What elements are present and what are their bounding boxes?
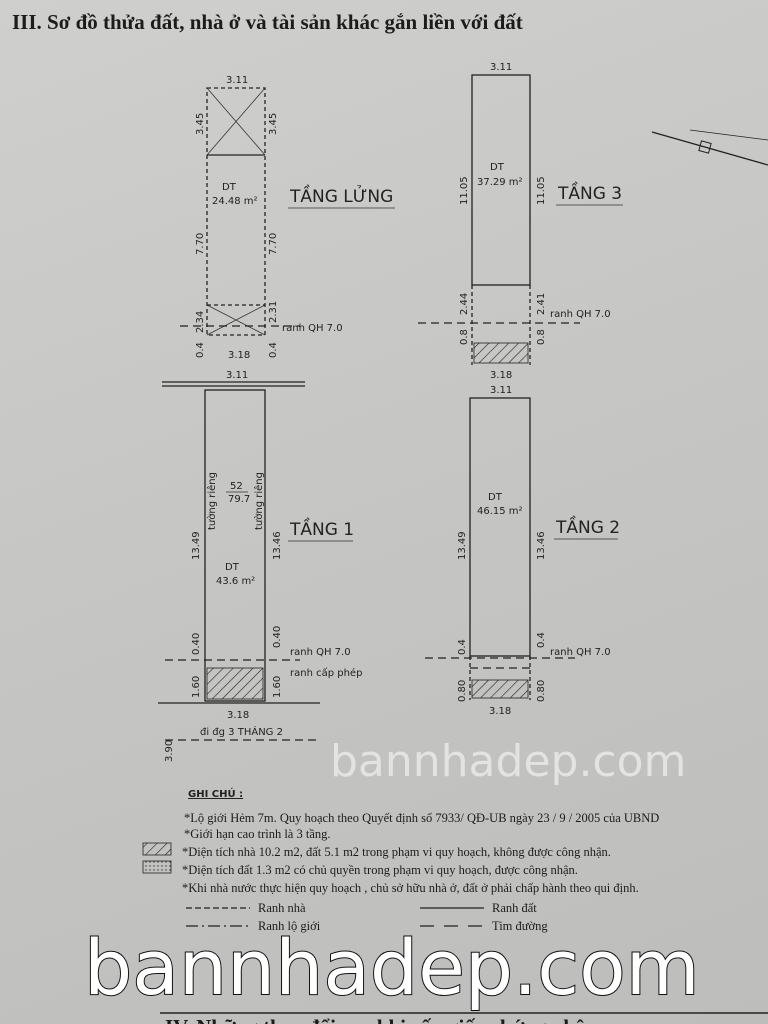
dotted-legend-icon: [142, 860, 172, 874]
dimension-label: ranh QH 7.0: [550, 647, 611, 658]
dimension-label: *Khi nhà nước thực hiện quy hoạch , chủ …: [182, 881, 639, 895]
dimension-label: đi đg 3 THÁNG 2: [200, 725, 283, 738]
floor-label-mezzanine: TẦNG LỬNG: [289, 183, 393, 207]
dimension-label: ranh cấp phép: [290, 667, 362, 679]
dimension-label: 3.45: [195, 113, 206, 135]
dimension-label: 1.60: [191, 676, 202, 698]
dimension-label: Ranh lộ giới: [258, 919, 321, 933]
floor-plan-2: 3.11 3.18 13.49 13.46 DT 46.15 m² 0.4 0.…: [425, 385, 620, 717]
floor-label-2: TẦNG 2: [555, 514, 620, 538]
dimension-label: 3.90: [164, 740, 175, 762]
floor-plan-1: 3.11 3.18 13.49 13.46 tường riêng tường …: [158, 370, 362, 762]
dimension-label: 0.40: [272, 626, 283, 648]
dimension-label: 3.18: [228, 350, 250, 361]
dimension-label: ranh QH 7.0: [282, 323, 343, 334]
section-title: III. Sơ đồ thửa đất, nhà ở và tài sản kh…: [12, 10, 523, 34]
dimension-label: Tim đường: [492, 919, 548, 933]
dimension-label: 52: [230, 481, 243, 492]
notes-heading: GHI CHÚ :: [188, 787, 243, 800]
dimension-label: ranh QH 7.0: [290, 647, 351, 658]
dimension-label: ranh QH 7.0: [550, 309, 611, 320]
dimension-label: 0.80: [457, 680, 468, 702]
dimension-label: 13.49: [457, 531, 468, 560]
dimension-label: *Diện tích đất 1.3 m2 có chủ quyền trong…: [182, 863, 578, 877]
dimension-label: 0.8: [536, 329, 547, 345]
dimension-label: 24.48 m²: [212, 196, 258, 207]
dimension-label: 3.11: [226, 370, 248, 381]
dimension-label: tường riêng: [253, 472, 265, 530]
dimension-label: 11.05: [536, 176, 547, 205]
watermark-large: bannhadep.com: [84, 923, 700, 1012]
dimension-label: 0.80: [536, 680, 547, 702]
dimension-label: 0.4: [268, 342, 279, 358]
dimension-label: 3.11: [490, 385, 512, 396]
north-arrow-icon: [651, 129, 768, 166]
dimension-label: 3.18: [227, 710, 249, 721]
dimension-label: 0.8: [459, 329, 470, 345]
floor-label-1: TẦNG 1: [289, 516, 354, 540]
dimension-label: 3.11: [226, 75, 248, 86]
watermark-small: bannhadep.com: [330, 736, 686, 787]
dimension-label: 2.34: [195, 311, 206, 333]
dimension-label: 37.29 m²: [477, 177, 523, 188]
dimension-label: 7.70: [268, 233, 279, 255]
dimension-label: 1.60: [272, 676, 283, 698]
dimension-label: 7.70: [195, 233, 206, 255]
dimension-label: 3.11: [490, 62, 512, 73]
floor-label-3: TẦNG 3: [557, 180, 622, 204]
dimension-label: 0.4: [195, 342, 206, 358]
dimension-label: Ranh nhà: [258, 901, 306, 915]
dimension-label: *Diện tích nhà 10.2 m2, đất 5.1 m2 trong…: [182, 845, 611, 859]
dimension-label: 79.7: [228, 494, 250, 505]
dimension-label: 0.4: [457, 639, 468, 655]
dimension-label: 2.31: [268, 301, 279, 323]
dimension-label: 2.41: [536, 293, 547, 315]
dimension-label: 13.49: [191, 531, 202, 560]
dimension-label: tường riêng: [206, 472, 218, 530]
dimension-label: 0.4: [536, 632, 547, 648]
next-section-title: IV. Những thay đổi sau khi cấp giấy chứn…: [165, 1015, 597, 1024]
floor-plan-mezzanine: 3.11 3.18 3.45 3.45 7.70 7.70 2.34 2.31 …: [180, 75, 395, 361]
hatch-legend-icon: [142, 842, 172, 856]
dimension-label: Ranh đất: [492, 901, 537, 915]
dimension-label: DT: [225, 562, 240, 573]
dimension-label: 0.40: [191, 633, 202, 655]
dimension-label: DT: [222, 182, 237, 193]
dimension-label: *Giới hạn cao trình là 3 tầng.: [184, 827, 331, 841]
floor-plan-3: 3.11 3.18 11.05 11.05 2.44 2.41 0.8 0.8 …: [418, 62, 623, 381]
dimension-label: DT: [488, 492, 503, 503]
dimension-label: *Lộ giới Hẻm 7m. Quy hoạch theo Quyết đị…: [184, 811, 659, 825]
dimension-label: 13.46: [272, 531, 283, 560]
notes-section: GHI CHÚ : *Lộ giới Hẻm 7m. Quy hoạch the…: [142, 787, 659, 933]
dimension-label: 3.18: [489, 706, 511, 717]
dimension-label: 13.46: [536, 531, 547, 560]
dimension-label: 2.44: [459, 293, 470, 315]
dimension-label: 11.05: [459, 176, 470, 205]
dimension-label: 43.6 m²: [216, 576, 255, 587]
dimension-label: 46.15 m²: [477, 506, 523, 517]
dimension-label: DT: [490, 162, 505, 173]
dimension-label: 3.45: [268, 113, 279, 135]
dimension-label: 3.18: [490, 370, 512, 381]
